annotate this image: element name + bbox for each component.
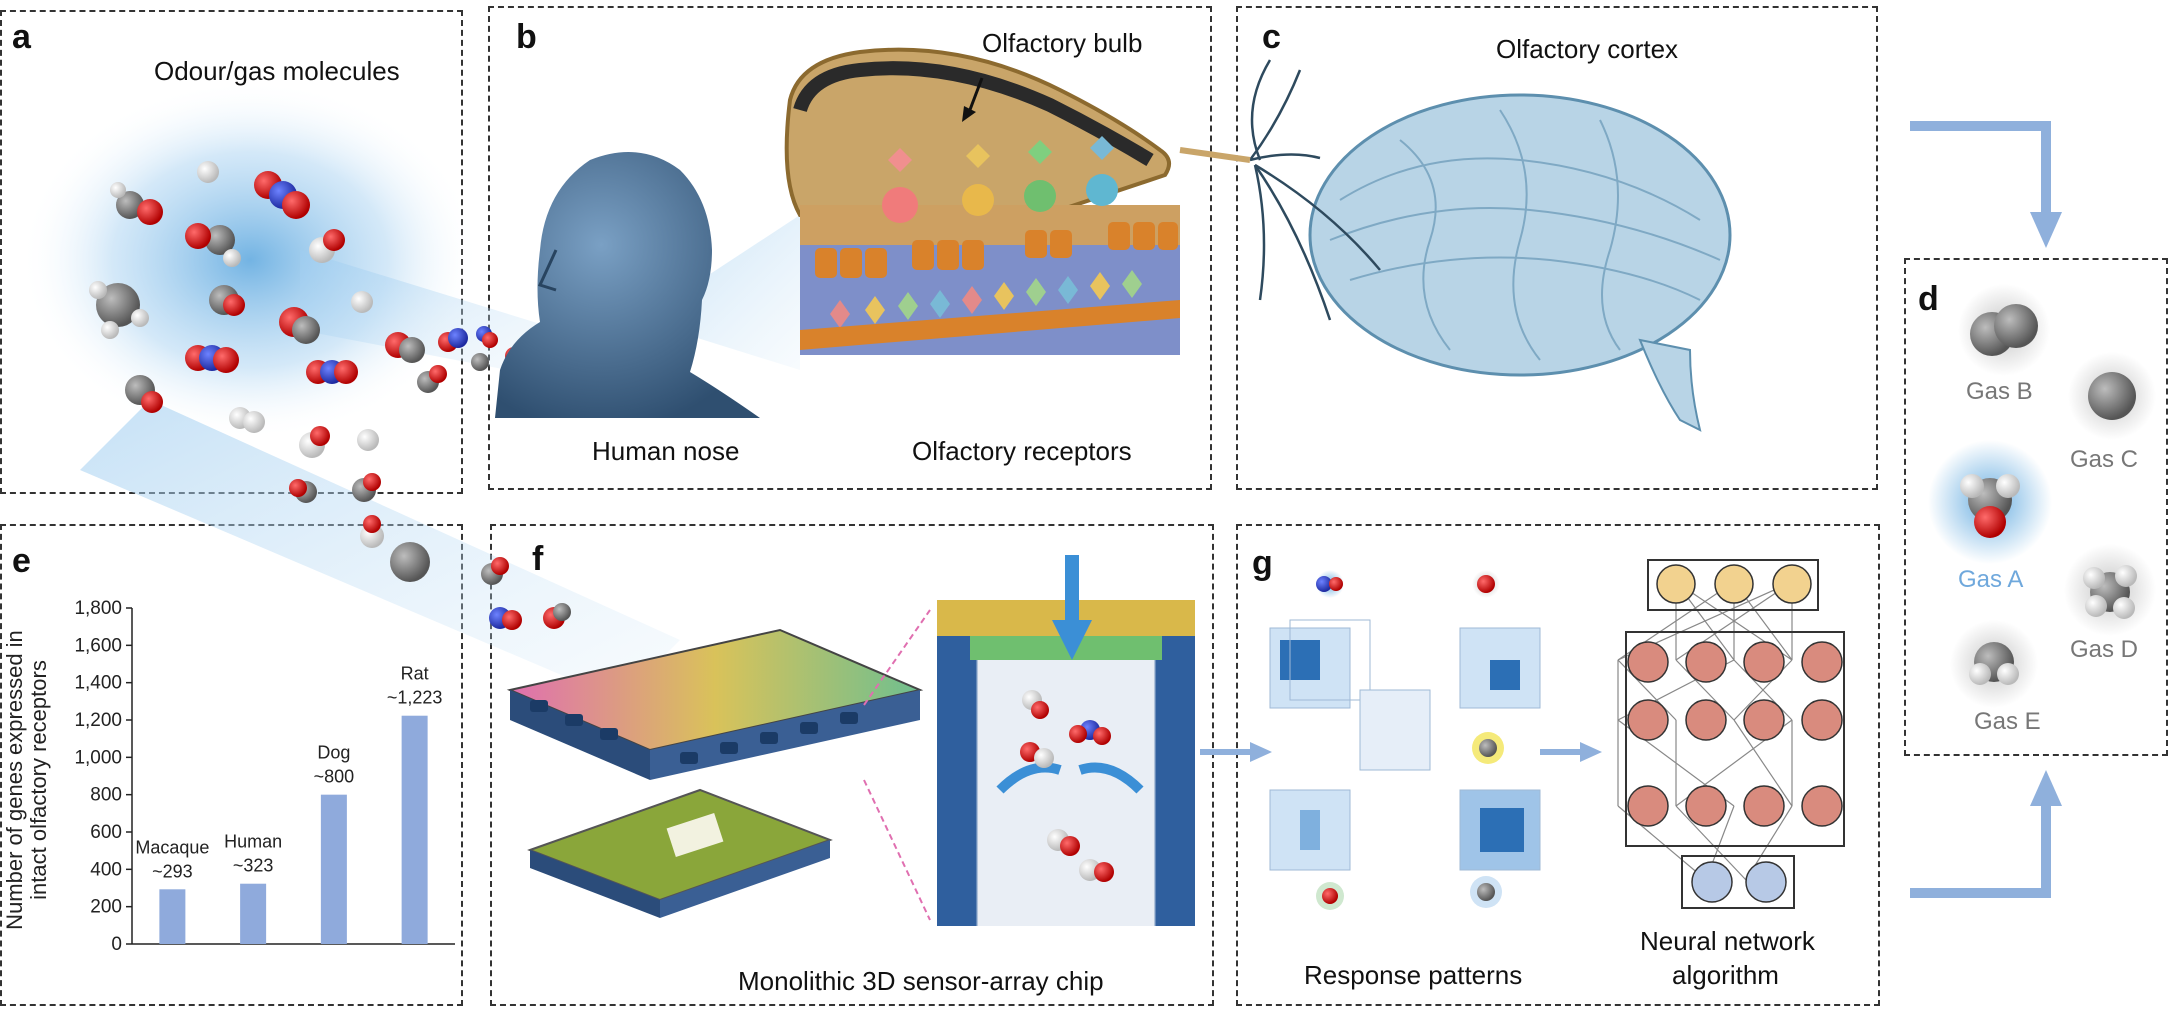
panel-label-e: e <box>12 542 31 580</box>
panel-label-b: b <box>516 18 537 56</box>
olfactory-bulb-callout: Olfactory bulb <box>982 28 1143 58</box>
neural-network-caption-line2: algorithm <box>1672 960 1779 990</box>
chart-y-tick-label: 800 <box>90 785 122 806</box>
olfactory-receptors-caption: Olfactory receptors <box>912 436 1132 466</box>
bar-category-label: Human <box>224 832 282 852</box>
gas-b-label: Gas B <box>1966 378 2033 405</box>
chart-y-tick-label: 1,000 <box>74 747 122 768</box>
bar-macaque <box>159 889 186 944</box>
bar-category-label: Rat <box>401 664 429 684</box>
bar-value-label: ~293 <box>152 861 193 881</box>
chart-y-tick-label: 1,800 <box>74 598 122 619</box>
panel-label-c: c <box>1262 18 1281 56</box>
gas-e-label: Gas E <box>1974 708 2041 735</box>
bar-category-label: Dog <box>317 743 350 763</box>
panel-label-g: g <box>1252 544 1273 582</box>
bar-value-label: ~323 <box>233 856 274 876</box>
gene-count-bar-chart: 0 200 400 600 800 1,000 1,200 1,400 1,600 1,800 M… <box>2 598 455 955</box>
response-patterns-caption: Response patterns <box>1304 960 1523 990</box>
bar-category-label: Macaque <box>135 837 209 857</box>
bar-human <box>240 883 267 944</box>
chart-ylabel-line2: intact olfactory receptors <box>26 660 51 900</box>
head-silhouette <box>495 152 760 418</box>
gas-a-label: Gas A <box>1958 566 2024 593</box>
olfactory-cortex-title: Olfactory cortex <box>1496 34 1679 64</box>
gas-c-label: Gas C <box>2070 446 2139 473</box>
bar-dog <box>320 794 347 944</box>
bar-value-label: ~1,223 <box>387 688 443 708</box>
panel-label-f: f <box>532 540 544 578</box>
chart-y-tick-label: 600 <box>90 822 122 843</box>
panel-a-title: Odour/gas molecules <box>154 56 400 86</box>
chart-y-tick-label: 0 <box>111 934 122 955</box>
chart-ylabel-line1: Number of genes expressed in <box>2 630 27 930</box>
chart-y-tick-label: 1,600 <box>74 635 122 656</box>
chart-y-tick-label: 400 <box>90 859 122 880</box>
panel-c-frame <box>1236 6 1878 490</box>
human-nose-caption: Human nose <box>592 436 740 466</box>
panel-d-frame <box>1904 258 2168 756</box>
panel-label-a: a <box>12 18 31 56</box>
panel-g-frame <box>1236 524 1880 1006</box>
gas-d-label: Gas D <box>2070 636 2139 663</box>
bar-rat <box>401 715 428 944</box>
bar-value-label: ~800 <box>314 767 355 787</box>
panel-f-frame <box>490 524 1214 1006</box>
panel-b-frame <box>488 6 1212 490</box>
neural-network-caption-line1: Neural network <box>1640 926 1815 956</box>
chart-y-tick-label: 1,400 <box>74 673 122 694</box>
panel-label-d: d <box>1918 280 1939 318</box>
chart-y-tick-label: 1,200 <box>74 710 122 731</box>
chart-y-tick-label: 200 <box>90 897 122 918</box>
chip-caption: Monolithic 3D sensor-array chip <box>738 966 1104 996</box>
